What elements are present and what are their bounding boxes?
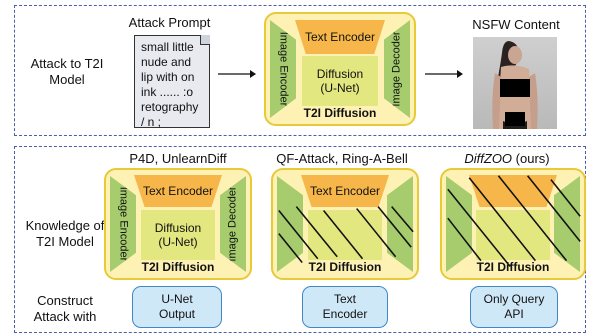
nsfw-generated-image [473,37,557,129]
text-encoder-label: Text Encoder [142,184,214,198]
attack-prompt-title: Attack Prompt [128,15,211,30]
image-decoder-label: Image Decoder [227,186,239,262]
diffusion-unet-block: Diffusion (U-Net) [141,210,215,260]
column-title-diffzoo: DiffZOO (ours) [432,151,582,166]
text-encoder-button: Text Encoder [302,286,388,328]
image-encoder-label: Image Encoder [277,31,290,107]
page-fold-icon [200,35,210,45]
arrow-to-nsfw [425,70,463,78]
attack-prompt-text: small little nude and lip with on ink ..… [141,40,199,129]
text-encoder-label: Text Encoder [304,30,376,44]
diffusion-unet-label: Diffusion (U-Net) [154,221,202,249]
row-label-knowledge: Knowledge of T2I Model [25,218,105,249]
nsfw-content-title: NSFW Content [472,17,560,32]
image-encoder-block: Image Encoder [110,176,136,272]
image-encoder-block-hidden [446,176,472,272]
text-encoder-block: Text Encoder [301,175,389,207]
row-label-attack: Attack to T2I Model [30,56,104,87]
image-decoder-block: Image Decoder [220,176,246,272]
text-encoder-block: Text Encoder [295,20,385,54]
unet-output-button: U-Net Output [132,286,222,328]
image-encoder-label: Image Encoder [117,186,130,262]
image-decoder-label: Image Decoder [391,31,403,107]
image-encoder-block-hidden [277,176,303,272]
t2i-diffusion-label: T2I Diffusion [476,260,550,274]
diffzoo-suffix: (ours) [512,151,550,166]
diffusion-unet-block: Diffusion (U-Net) [302,56,378,106]
text-encoder-block: Text Encoder [134,175,222,207]
column-title-p4d: P4D, UnlearnDiff [129,151,227,166]
t2i-diffusion-whitebox: Text Encoder Image Encoder Image Decoder… [104,168,252,280]
image-decoder-block-hidden [387,176,413,272]
arrow-to-t2i [218,70,256,78]
column-title-qf-attack: QF-Attack, Ring-A-Bell [276,151,408,166]
image-encoder-block: Image Encoder [270,20,296,118]
t2i-diffusion-blackbox: T2I Diffusion [440,168,586,280]
t2i-diffusion-top: Text Encoder Image Encoder Image Decoder… [264,12,416,126]
diffusion-unet-label: Diffusion (U-Net) [316,67,364,95]
diffusion-unet-block-hidden [476,210,550,260]
t2i-diffusion-graybox: Text Encoder T2I Diffusion [271,168,419,280]
diffzoo-name: DiffZOO [464,151,513,166]
row-label-construct: Construct Attack with [33,293,97,324]
text-encoder-label: Text Encoder [309,184,381,198]
query-api-button: Only Query API [470,286,558,328]
image-decoder-block-hidden [554,176,580,272]
diffusion-unet-block-hidden [308,210,382,260]
censor-bar-lower [505,112,525,126]
censor-bar-chest [500,79,530,97]
t2i-diffusion-label: T2I Diffusion [308,260,382,274]
t2i-diffusion-label: T2I Diffusion [303,106,377,120]
image-decoder-block: Image Decoder [384,20,410,118]
attack-prompt-document: small little nude and lip with on ink ..… [134,35,210,128]
text-encoder-block-hidden [469,175,557,207]
attack-panel [14,5,586,136]
t2i-diffusion-label: T2I Diffusion [141,260,215,274]
